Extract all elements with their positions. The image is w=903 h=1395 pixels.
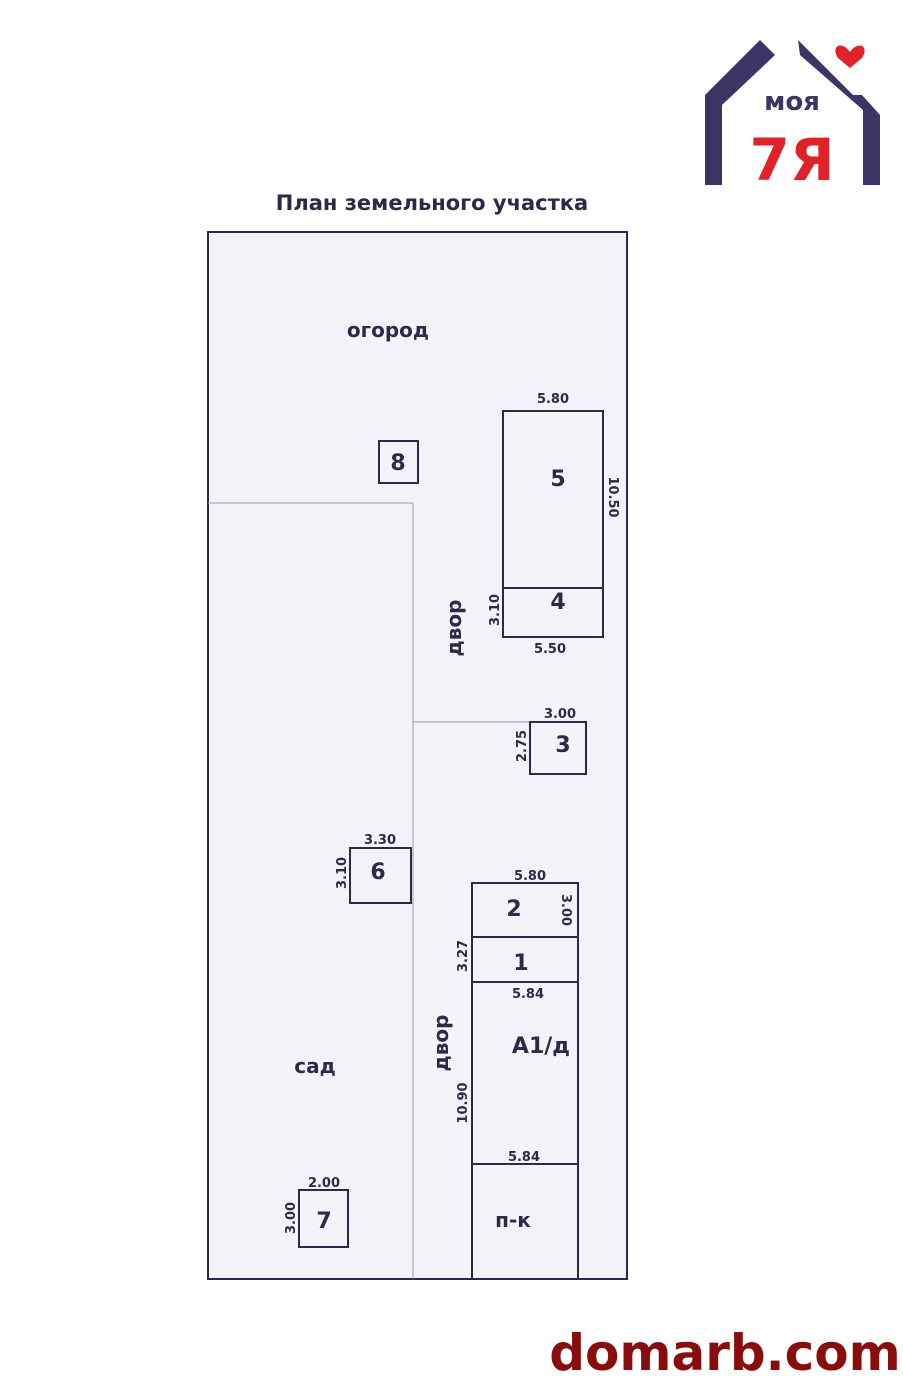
building-6 bbox=[349, 847, 412, 904]
zone-ogorod: огород bbox=[347, 318, 429, 342]
zone-dvor-upper: двор bbox=[442, 600, 466, 657]
building-7-label: 7 bbox=[316, 1209, 331, 1234]
dim-a1-side: 10.90 bbox=[456, 1082, 471, 1123]
dim-4-bottom: 5.50 bbox=[534, 642, 566, 657]
dim-4-side: 3.10 bbox=[488, 594, 503, 626]
zone-dvor-lower: двор bbox=[429, 1015, 453, 1072]
plan-title: План земельного участка bbox=[276, 191, 588, 215]
logo-text-bottom: 7Я bbox=[749, 126, 834, 194]
dim-7-side: 3.00 bbox=[284, 1202, 299, 1234]
dim-3-side: 2.75 bbox=[515, 730, 530, 762]
dim-5-width: 5.80 bbox=[537, 392, 569, 407]
building-1-label: 1 bbox=[513, 951, 528, 976]
building-6-label: 6 bbox=[370, 860, 385, 885]
building-pk-label: п-к bbox=[495, 1208, 531, 1232]
dim-2-side: 3.00 bbox=[558, 894, 573, 926]
dim-2-width: 5.80 bbox=[514, 869, 546, 884]
dim-1-bottom: 5.84 bbox=[512, 987, 544, 1002]
dim-7-width: 2.00 bbox=[308, 1176, 340, 1191]
dim-6-width: 3.30 bbox=[364, 833, 396, 848]
heart-icon bbox=[835, 45, 865, 68]
dim-3-width: 3.00 bbox=[544, 707, 576, 722]
logo: моя 7Я bbox=[705, 40, 880, 194]
dim-5-length: 10.50 bbox=[605, 476, 620, 517]
building-2-label: 2 bbox=[506, 897, 521, 922]
watermark: domarb.com bbox=[549, 1324, 901, 1382]
dim-6-side: 3.10 bbox=[335, 857, 350, 889]
building-4-label: 4 bbox=[550, 590, 565, 615]
building-8-label: 8 bbox=[390, 451, 405, 476]
building-3 bbox=[529, 721, 587, 775]
building-8 bbox=[378, 440, 419, 484]
building-7 bbox=[298, 1189, 349, 1248]
zone-sad: сад bbox=[294, 1054, 336, 1078]
building-5-label: 5 bbox=[550, 467, 565, 492]
dim-1-side: 3.27 bbox=[456, 940, 471, 972]
building-pk bbox=[471, 1163, 579, 1280]
building-4 bbox=[502, 587, 604, 638]
plot-boundary bbox=[207, 231, 628, 1280]
dim-a1-bottom: 5.84 bbox=[508, 1150, 540, 1165]
logo-text-top: моя bbox=[764, 87, 820, 117]
building-3-label: 3 bbox=[555, 733, 570, 758]
building-a1-label: А1/д bbox=[512, 1034, 570, 1059]
